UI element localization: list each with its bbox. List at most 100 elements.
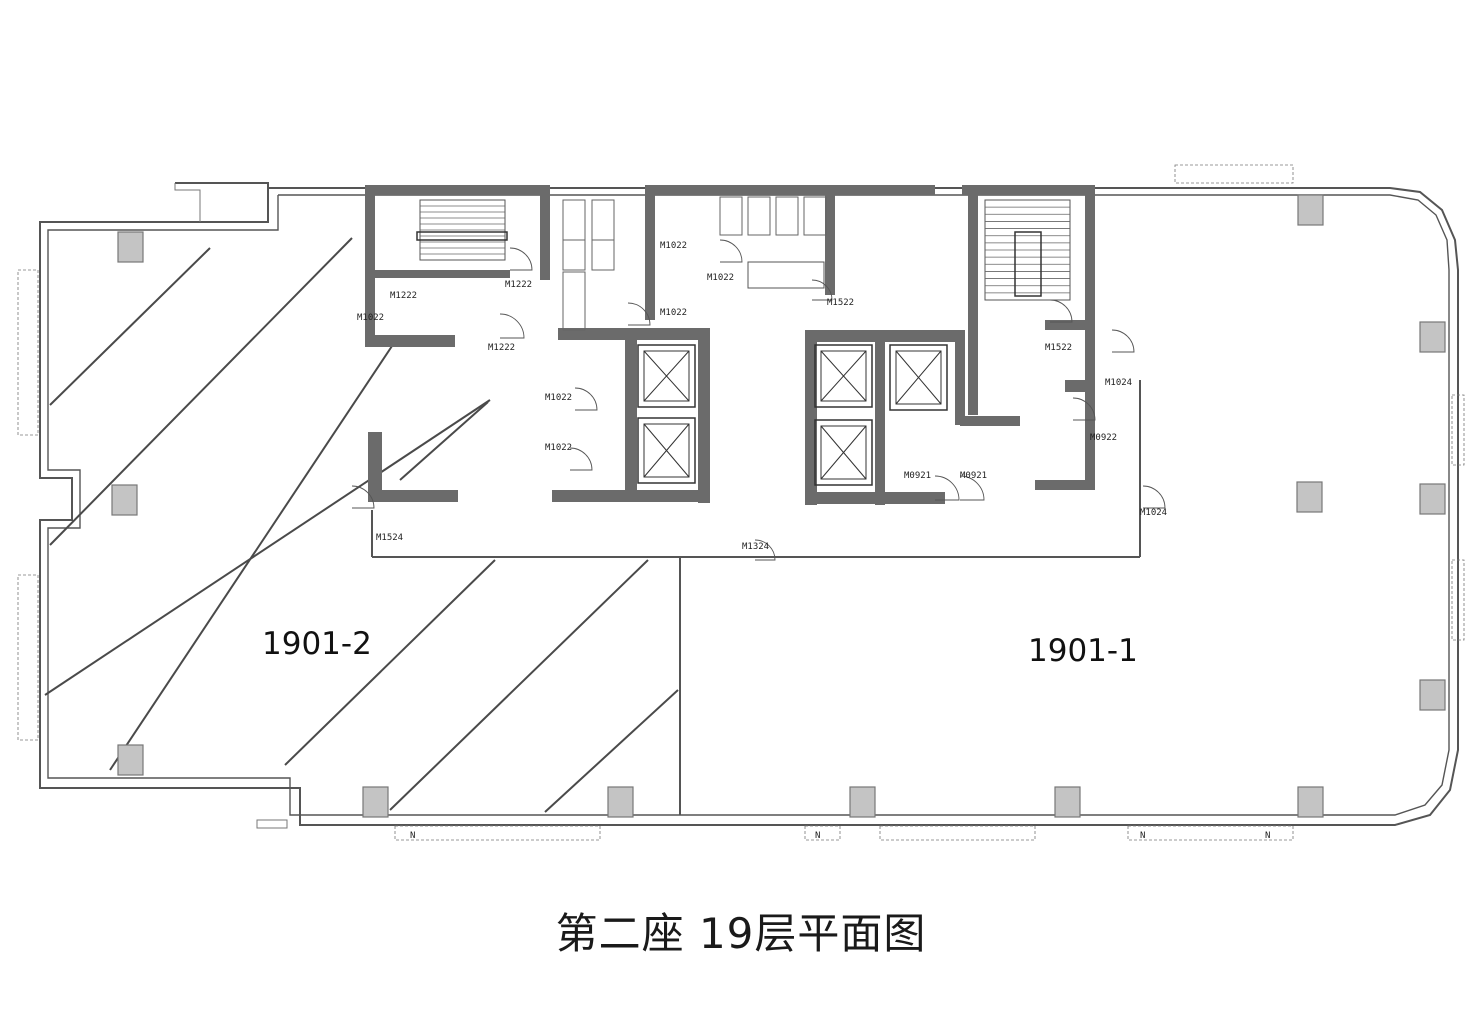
door-swing — [499, 313, 525, 339]
core-wall — [552, 490, 710, 502]
door-swing — [1111, 329, 1135, 353]
structural-column — [1297, 194, 1324, 226]
door-tag-label: M1024 — [1105, 378, 1132, 388]
elevator-car — [820, 350, 867, 402]
inner-wall-line — [47, 194, 1450, 816]
toilet-stall — [747, 196, 771, 236]
building-outline — [39, 182, 1459, 829]
door-swing — [569, 447, 593, 471]
door-swing — [351, 485, 375, 509]
core-wall — [365, 270, 510, 278]
toilet-stall — [591, 239, 615, 271]
toilet-stall — [562, 199, 586, 241]
elevator-car — [643, 423, 690, 478]
door-swing — [1142, 485, 1166, 509]
door-tag-label: M1022 — [357, 313, 384, 323]
core-wall — [368, 490, 458, 502]
window-bay — [17, 574, 39, 741]
bay-mark: N — [1265, 831, 1270, 841]
door-swing — [574, 387, 598, 411]
core-wall — [1045, 320, 1095, 330]
elevator-cross — [820, 350, 867, 402]
unit-1901-2-label: 1901-2 — [262, 626, 372, 662]
structural-column — [607, 786, 634, 818]
elevator-shaft — [637, 344, 696, 408]
core-wall — [805, 492, 945, 504]
structural-column — [1419, 483, 1446, 515]
hatch-line — [399, 401, 489, 481]
door-tag-label: M1022 — [660, 241, 687, 251]
outer-wall-line — [39, 182, 1459, 826]
hatch-line — [284, 559, 496, 766]
core-wall — [698, 328, 710, 503]
door-swing — [811, 279, 833, 301]
structural-column — [362, 786, 389, 818]
window-bay — [394, 825, 601, 841]
window-bay — [1451, 559, 1465, 641]
structural-column — [1419, 321, 1446, 353]
door-tag-label: M0921 — [960, 471, 987, 481]
door-tag-label: M1522 — [827, 298, 854, 308]
elevator-cross — [820, 425, 867, 480]
door-swing — [754, 539, 776, 561]
core-wall — [625, 328, 637, 498]
elevator-car — [643, 350, 690, 402]
door-swing — [509, 247, 533, 271]
hatch-line — [49, 237, 353, 546]
core-wall — [1085, 185, 1095, 485]
structural-column — [111, 484, 138, 516]
structural-columns — [111, 194, 1446, 818]
window-bay — [879, 825, 1036, 841]
window-bays — [17, 164, 1465, 841]
elevator-cross — [643, 423, 690, 478]
door-tags: M1222M1222M1222M1022M1022M1022M1022M1022… — [357, 241, 1270, 841]
door-swing — [934, 475, 960, 501]
core-wall — [955, 340, 965, 425]
core-wall — [368, 432, 382, 502]
structural-column — [117, 744, 144, 776]
elevator-shaft — [637, 417, 696, 484]
structural-column — [1054, 786, 1081, 818]
door-tag-label: M1022 — [545, 393, 572, 403]
door-swing — [627, 302, 651, 326]
hatch-line — [109, 339, 397, 771]
toilet-stall — [719, 196, 743, 236]
core-wall — [968, 325, 978, 415]
core-wall — [805, 330, 817, 505]
hatch-line — [389, 559, 649, 811]
hatch-line — [44, 399, 491, 696]
window-bay — [1127, 825, 1294, 841]
notch-line — [174, 183, 201, 222]
window-bay — [1174, 164, 1294, 184]
core-wall — [962, 185, 1092, 195]
door-swing — [719, 239, 743, 263]
core-wall — [825, 185, 835, 295]
unit-1901-1-label: 1901-1 — [1028, 633, 1138, 669]
toilet-stall — [562, 239, 586, 271]
stair-landing — [416, 231, 508, 241]
core-wall — [875, 340, 885, 505]
elevator-cross — [643, 350, 690, 402]
door-swing — [959, 475, 985, 501]
door-swing — [1049, 299, 1073, 323]
window-bay — [804, 825, 841, 841]
structural-column — [1297, 786, 1324, 818]
core-wall — [645, 185, 655, 320]
window-bay — [17, 269, 39, 436]
door-tag-label: M0921 — [904, 471, 931, 481]
core-wall — [365, 335, 455, 347]
structural-column — [1419, 679, 1446, 711]
hatch-line — [544, 689, 679, 813]
unit-1901-2-hatching — [44, 237, 679, 813]
door-tag-label: M1222 — [390, 291, 417, 301]
door-tag-label: M0922 — [1090, 433, 1117, 443]
door-swing — [1072, 397, 1096, 421]
elevator-shaft — [814, 344, 873, 408]
stair-well — [1014, 231, 1042, 297]
bay-mark: N — [410, 831, 415, 841]
door-tag-label: M1222 — [505, 280, 532, 290]
plan-caption: 第二座 19层平面图 — [555, 909, 927, 958]
elevator-cross — [895, 350, 942, 405]
structural-column — [849, 786, 876, 818]
